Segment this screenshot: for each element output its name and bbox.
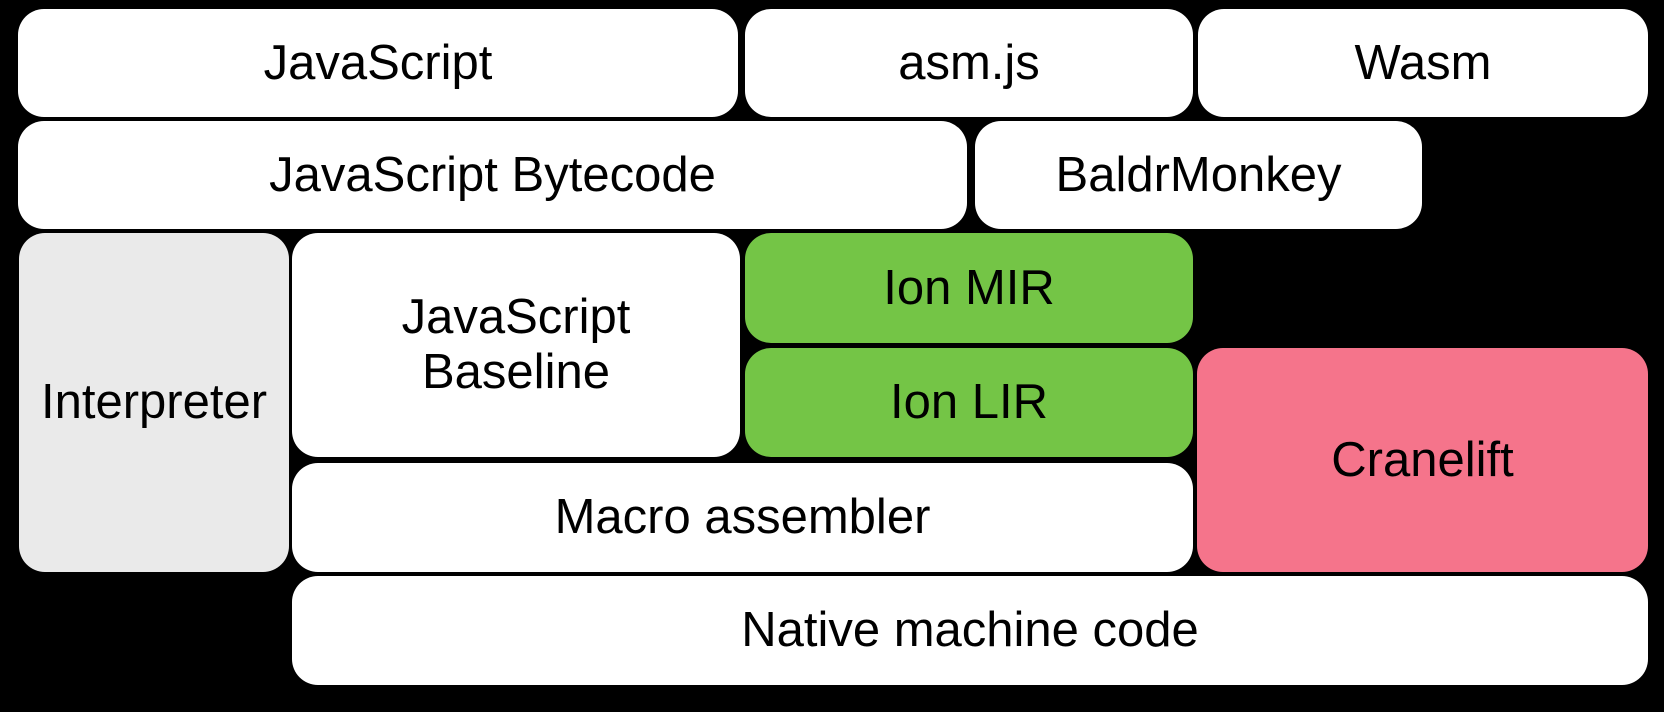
- node-ion-lir[interactable]: Ion LIR: [745, 348, 1193, 457]
- node-baldrmonkey[interactable]: BaldrMonkey: [975, 121, 1422, 229]
- node-macro-assembler[interactable]: Macro assembler: [292, 463, 1193, 572]
- node-native-machine-code[interactable]: Native machine code: [292, 576, 1648, 685]
- node-ion-mir[interactable]: Ion MIR: [745, 233, 1193, 343]
- node-cranelift-label: Cranelift: [1331, 432, 1514, 487]
- node-wasm-label: Wasm: [1354, 35, 1492, 90]
- node-javascript-label: JavaScript: [263, 35, 493, 90]
- node-asmjs-label: asm.js: [898, 35, 1040, 90]
- node-ion-lir-label: Ion LIR: [890, 375, 1048, 430]
- node-asmjs[interactable]: asm.js: [745, 9, 1193, 117]
- node-javascript[interactable]: JavaScript: [18, 9, 738, 117]
- node-cranelift[interactable]: Cranelift: [1197, 348, 1648, 572]
- node-wasm[interactable]: Wasm: [1198, 9, 1648, 117]
- node-javascript-bytecode-label: JavaScript Bytecode: [269, 147, 716, 202]
- node-interpreter-label: Interpreter: [40, 375, 268, 430]
- node-ion-mir-label: Ion MIR: [883, 260, 1055, 315]
- node-javascript-baseline[interactable]: JavaScript Baseline: [292, 233, 740, 457]
- node-interpreter[interactable]: Interpreter: [19, 233, 289, 572]
- node-macro-assembler-label: Macro assembler: [554, 490, 931, 545]
- node-native-machine-code-label: Native machine code: [741, 603, 1199, 658]
- node-javascript-bytecode[interactable]: JavaScript Bytecode: [18, 121, 967, 229]
- node-baldrmonkey-label: BaldrMonkey: [1055, 147, 1342, 202]
- node-javascript-baseline-label: JavaScript Baseline: [401, 290, 631, 399]
